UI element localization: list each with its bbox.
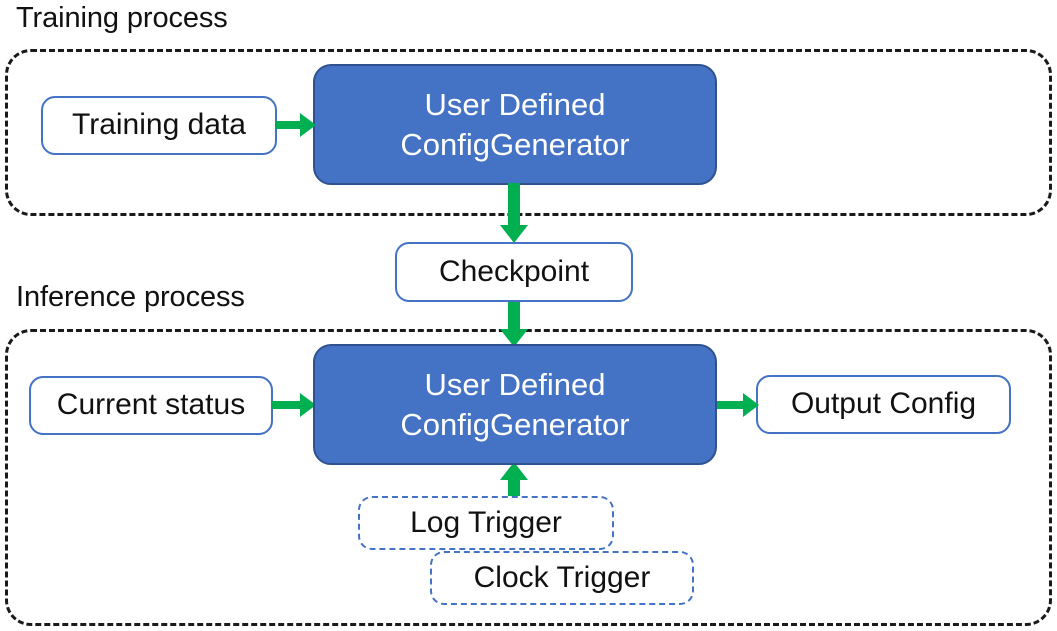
node-current-status-label: Current status [56,388,246,422]
node-infer-config-generator-line2: ConfigGenerator [400,406,630,442]
node-current-status[interactable]: Current status [29,376,273,435]
node-output-config-label: Output Config [790,387,977,421]
node-training-data[interactable]: Training data [41,96,277,155]
arrow-generator-to-checkpoint [497,183,531,245]
node-clock-trigger-label: Clock Trigger [473,560,651,594]
node-checkpoint[interactable]: Checkpoint [395,242,633,302]
training-process-label: Training process [16,2,228,34]
node-infer-config-generator[interactable]: User Defined ConfigGenerator [313,344,717,465]
arrow-checkpoint-to-generator [497,300,531,348]
node-log-trigger-label: Log Trigger [410,505,562,539]
node-train-config-generator-line1: User Defined [424,86,606,122]
node-checkpoint-label: Checkpoint [438,254,590,288]
training-process-group [5,49,1052,216]
arrow-current-status-to-generator [272,390,318,420]
node-log-trigger[interactable]: Log Trigger [358,496,614,550]
arrow-triggers-to-generator [497,462,531,502]
node-clock-trigger[interactable]: Clock Trigger [430,551,694,605]
inference-process-group [5,329,1052,626]
node-training-data-label: Training data [72,108,246,142]
node-train-config-generator[interactable]: User Defined ConfigGenerator [313,64,717,185]
arrow-generator-to-output-config [715,390,761,420]
arrow-training-data-to-generator [276,110,318,140]
node-train-config-generator-line2: ConfigGenerator [400,126,630,162]
node-infer-config-generator-line1: User Defined [424,366,606,402]
node-output-config[interactable]: Output Config [756,375,1011,434]
inference-process-label: Inference process [16,281,245,313]
